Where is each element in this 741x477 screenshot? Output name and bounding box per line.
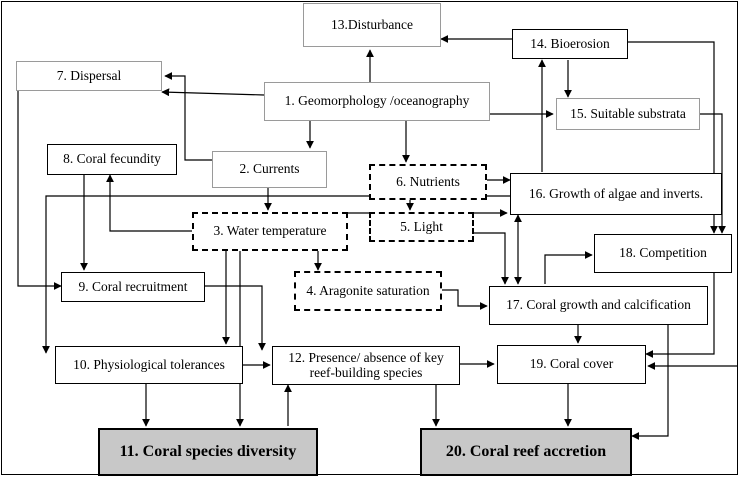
node-coral-recruitment: 9. Coral recruitment	[61, 272, 205, 302]
edge-coral-growth-to-competition	[544, 251, 593, 284]
node-bioerosion: 14. Bioerosion	[512, 29, 628, 59]
edge-water-temperature-to-fecundity	[106, 174, 192, 232]
node-light: 5. Light	[369, 212, 474, 242]
edge-algae-to-tolerances	[42, 195, 512, 354]
node-physiological-tolerances: 10. Physiological tolerances	[55, 346, 243, 384]
node-nutrients: 6. Nutrients	[369, 164, 487, 200]
node-suitable-substrata: 15. Suitable substrata	[556, 98, 700, 130]
edge-substrata-to-competition	[700, 113, 726, 234]
node-presence-absence-key-species: 12. Presence/ absence of key reef-buildi…	[272, 346, 460, 385]
edge-currents-to-dispersal	[164, 72, 212, 161]
node-coral-fecundity: 8. Coral fecundity	[47, 144, 177, 175]
edge-geomorphology-to-dispersal	[161, 88, 265, 97]
edge-bioerosion-to-competition	[628, 41, 718, 234]
node-growth-of-algae-and-inverts: 16. Growth of algae and inverts.	[510, 173, 722, 215]
edge-coral-growth-to-reef-accretion	[631, 325, 669, 440]
edge-competition-to-coral-cover	[645, 273, 715, 358]
node-dispersal: 7. Dispersal	[16, 61, 162, 91]
node-coral-reef-accretion: 20. Coral reef accretion	[420, 428, 632, 476]
node-disturbance: 13.Disturbance	[303, 3, 441, 47]
node-competition: 18. Competition	[594, 234, 732, 273]
node-coral-species-diversity: 11. Coral species diversity	[98, 428, 318, 476]
edge-dispersal-to-recruitment	[17, 88, 62, 290]
node-coral-cover: 19. Coral cover	[497, 345, 646, 384]
node-aragonite-saturation: 4. Aragonite saturation	[294, 271, 442, 311]
edge-aragonite-to-coral-growth	[442, 289, 488, 310]
node-coral-growth-and-calcification: 17. Coral growth and calcification	[489, 286, 708, 325]
edge-recruitment-to-presence	[205, 285, 266, 351]
node-geomorphology-oceanography: 1. Geomorphology /oceanography	[264, 82, 490, 121]
node-currents: 2. Currents	[212, 151, 327, 188]
edge-light-to-coral-growth	[474, 232, 509, 285]
node-water-temperature: 3. Water temperature	[192, 212, 348, 251]
